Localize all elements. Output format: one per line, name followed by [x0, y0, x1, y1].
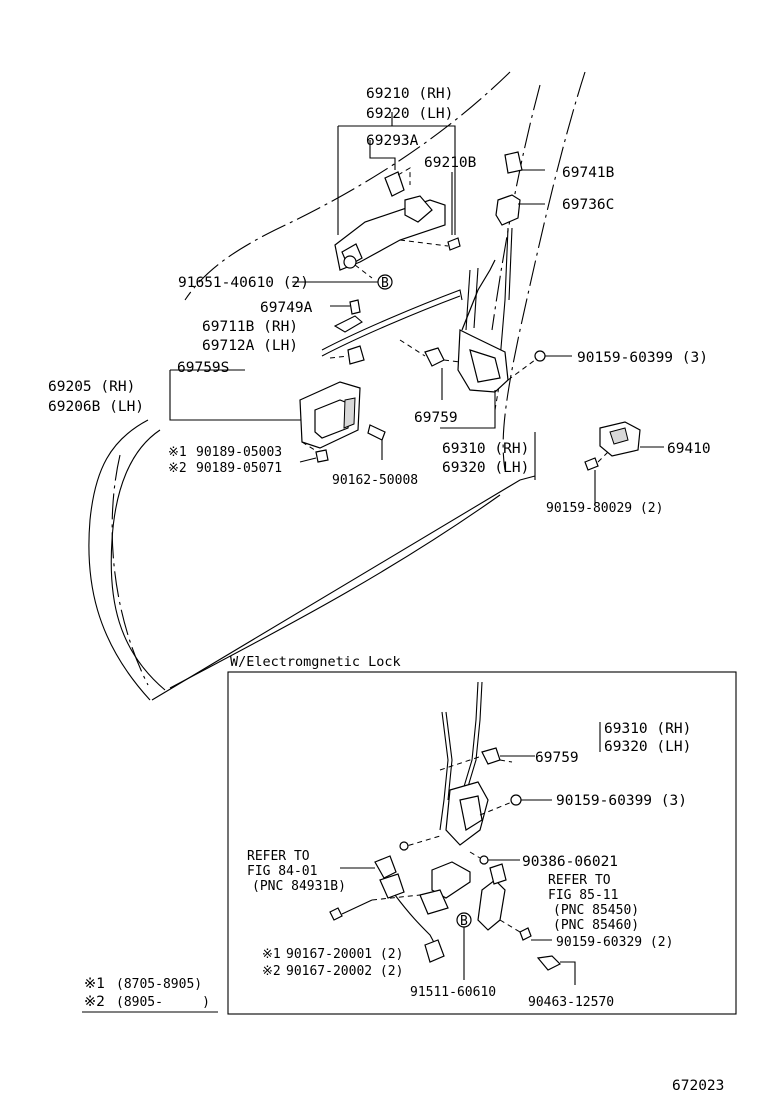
- door-panel-outline: [88, 71, 586, 701]
- label-69293a: 69293A: [366, 133, 419, 149]
- figure-number: 672023: [672, 1078, 724, 1094]
- part-labels: 69210 (RH) 69220 (LH) 69293A 69210B 6974…: [48, 86, 711, 516]
- inset-label-69310-rh: 69310 (RH): [604, 721, 691, 737]
- inset-label-90159-60329: 90159-60329 (2): [556, 935, 673, 950]
- inset-title: W/Electromgnetic Lock: [230, 654, 401, 670]
- label-69220-lh: 69220 (LH): [366, 106, 453, 122]
- legend-range-1: (8705-8905): [116, 977, 202, 992]
- electromagnetic-lock-assembly: [329, 681, 601, 985]
- inset-label-90167-20001: 90167-20001 (2): [286, 947, 403, 962]
- door-lock-assembly: [399, 259, 572, 480]
- inset-label-90167-20002: 90167-20002 (2): [286, 964, 403, 979]
- door-striker: [584, 421, 664, 505]
- inset-label-90386-06021: 90386-06021: [522, 854, 618, 870]
- inset-ref2-line2: FIG 85-11: [548, 888, 618, 903]
- label-69712a-lh: 69712A (LH): [202, 338, 298, 354]
- legend-mark-2: ※2: [84, 994, 105, 1010]
- label-69741b: 69741B: [562, 165, 615, 181]
- label-90159-80029: 90159-80029 (2): [546, 501, 663, 516]
- inset-ref2-line4: (PNC 85460): [553, 918, 639, 933]
- inset-label-90463-12570: 90463-12570: [528, 995, 614, 1010]
- inset-label-90159-60399: 90159-60399 (3): [556, 793, 687, 809]
- inset-label-69759: 69759: [535, 750, 579, 766]
- label-69736c: 69736C: [562, 197, 614, 213]
- label-69320-lh: 69320 (LH): [442, 460, 529, 476]
- lock-rod: [321, 289, 463, 357]
- inset-label-91511-60610: 91511-60610: [410, 985, 496, 1000]
- label-69210-rh: 69210 (RH): [366, 86, 453, 102]
- inset-ref2-line3: (PNC 85450): [553, 903, 639, 918]
- inset-ref1-line2: FIG 84-01: [247, 864, 317, 879]
- electromagnetic-lock-inset-frame: [227, 671, 737, 1015]
- label-69206b-lh: 69206B (LH): [48, 399, 144, 415]
- legend-range-2: (8905- ): [116, 995, 210, 1010]
- label-69310-rh: 69310 (RH): [442, 441, 529, 457]
- inset-label-mark-1: ※1: [262, 947, 281, 962]
- label-90159-60399: 90159-60399 (3): [577, 350, 708, 366]
- inset-ref1-line3: (PNC 84931B): [252, 879, 346, 894]
- label-69711b-rh: 69711B (RH): [202, 319, 298, 335]
- label-69205-rh: 69205 (RH): [48, 379, 135, 395]
- inset-label-69320-lh: 69320 (LH): [604, 739, 691, 755]
- label-90189-05071: 90189-05071: [196, 461, 282, 476]
- inset-label-bolt-b: B: [460, 914, 468, 929]
- label-bolt-b: B: [381, 276, 389, 291]
- label-90162-50008: 90162-50008: [332, 473, 418, 488]
- inset-ref1-line1: REFER TO: [247, 849, 310, 864]
- inside-handle-assembly: [169, 345, 386, 463]
- lock-cylinder-parts: [495, 151, 545, 361]
- label-69210b: 69210B: [424, 155, 477, 171]
- label-69749a: 69749A: [260, 300, 313, 316]
- legend-mark-1: ※1: [84, 976, 105, 992]
- label-69759: 69759: [414, 410, 458, 426]
- inset-ref2-line1: REFER TO: [548, 873, 611, 888]
- production-date-legend: ※1 (8705-8905) ※2 (8905- ): [82, 976, 218, 1013]
- label-69759s: 69759S: [177, 360, 229, 376]
- label-91651-40610: 91651-40610 (2): [178, 275, 309, 291]
- label-90189-05003: 90189-05003: [196, 445, 282, 460]
- label-mark-1: ※1: [168, 445, 187, 460]
- inset-labels: W/Electromgnetic Lock 69310 (RH) 69320 (…: [230, 654, 691, 1010]
- inset-label-mark-2: ※2: [262, 964, 281, 979]
- outside-handle-assembly: [292, 112, 461, 290]
- label-69410: 69410: [667, 441, 711, 457]
- label-mark-2: ※2: [168, 461, 187, 476]
